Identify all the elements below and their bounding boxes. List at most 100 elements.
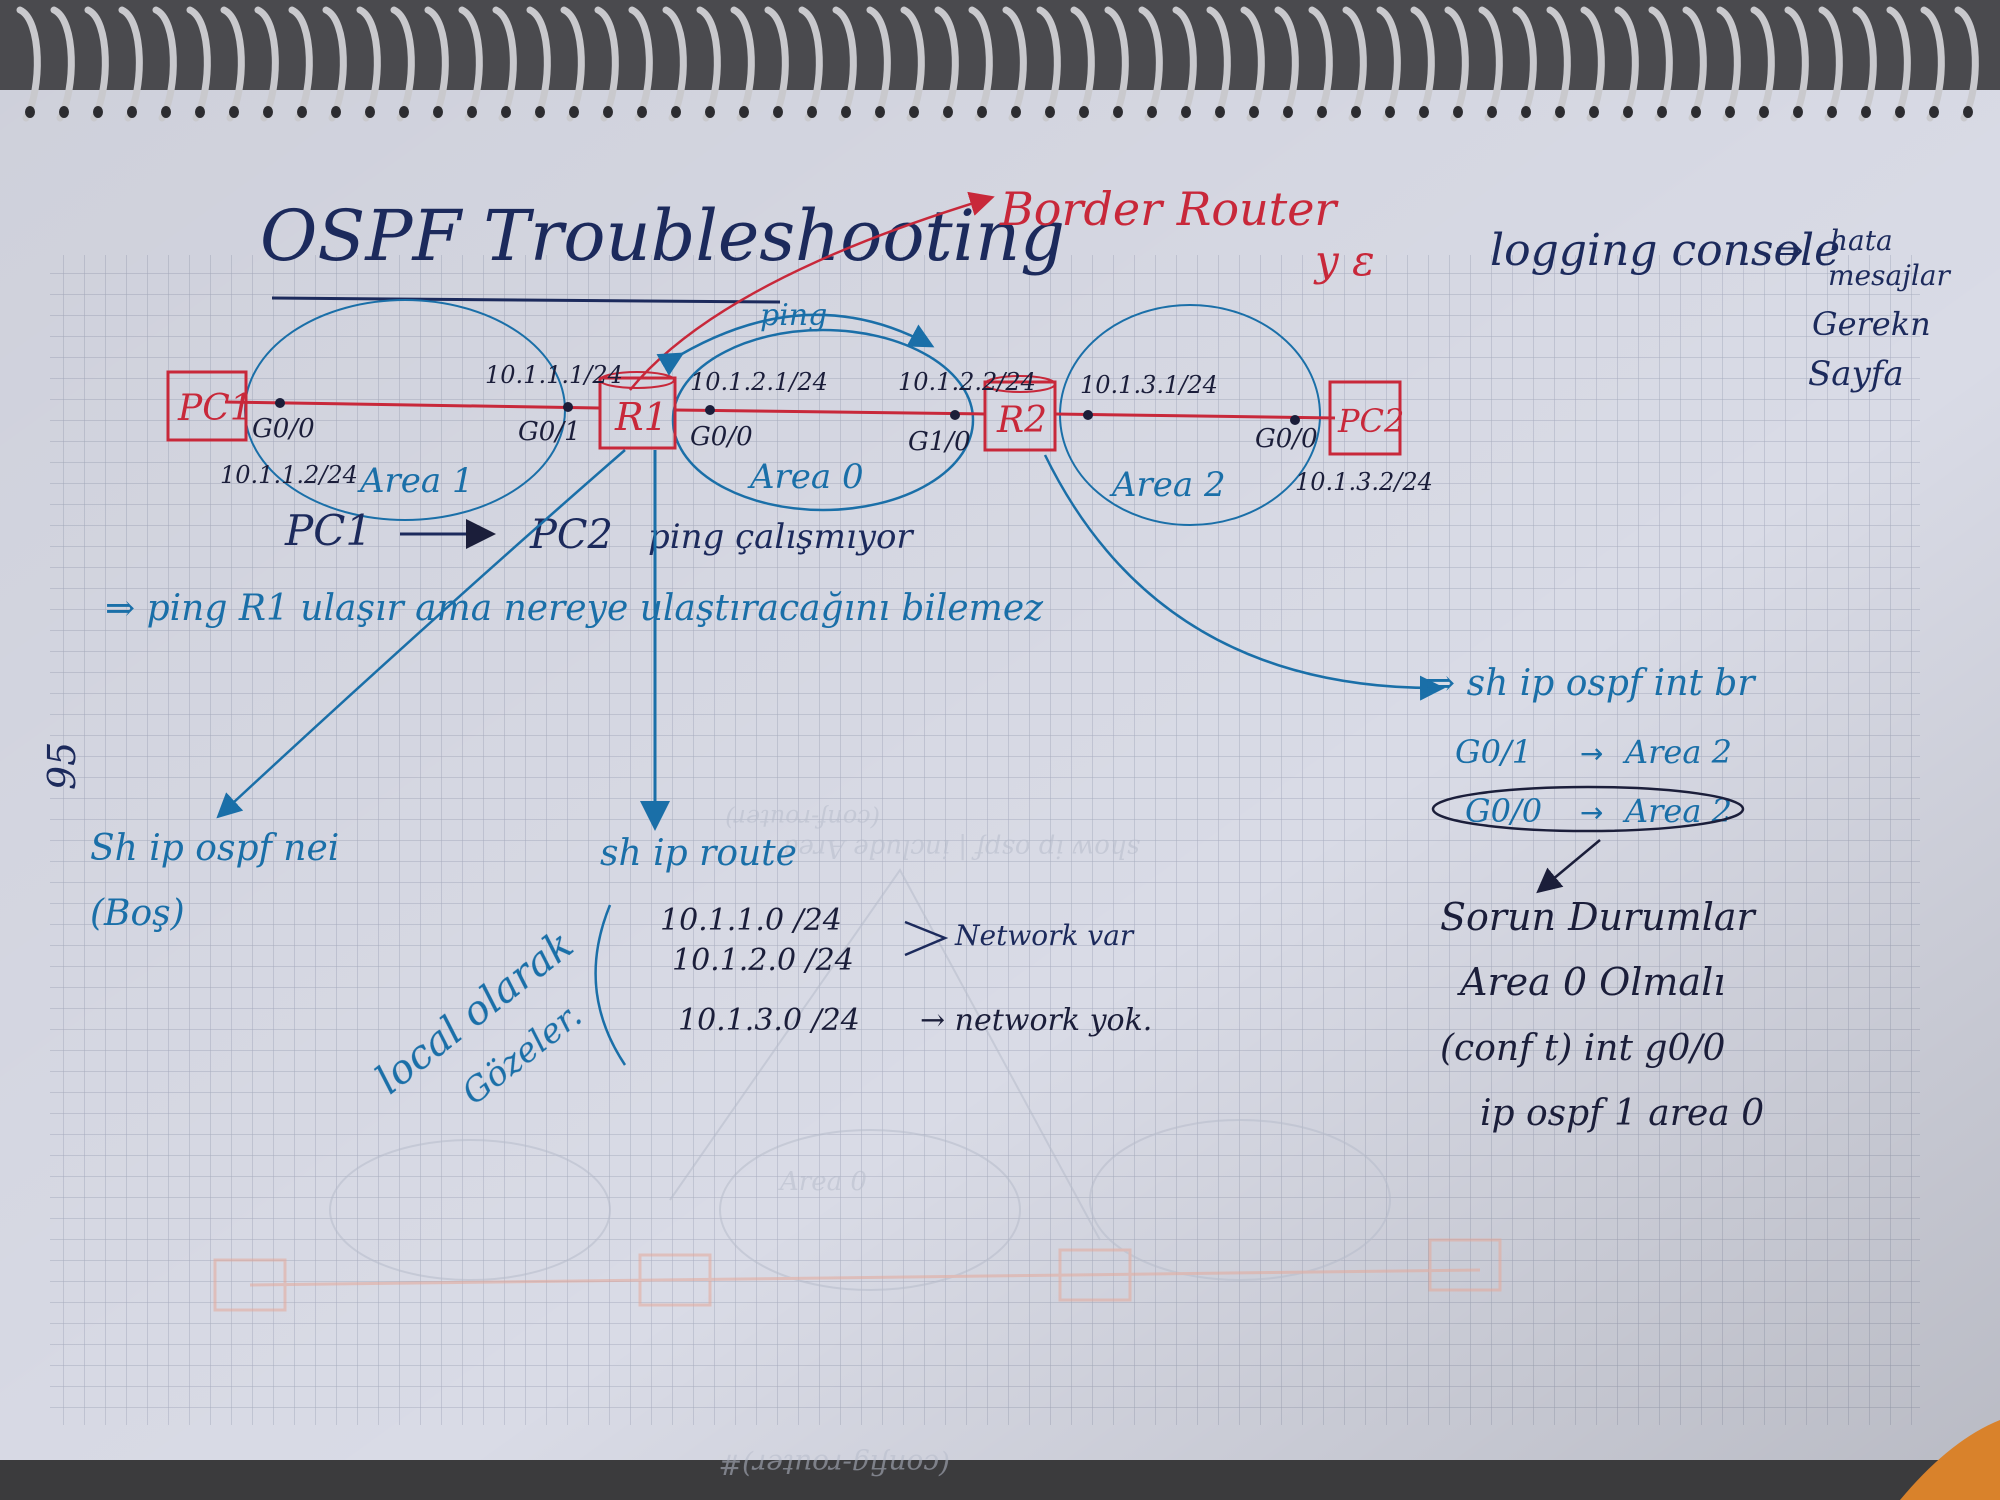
binding-hole [1181, 106, 1191, 118]
binding-hole [1521, 106, 1531, 118]
port-r2-left: G1/0 [908, 427, 971, 457]
highlight-ellipse [1431, 785, 1745, 833]
link-pc1-r1 [224, 400, 601, 410]
binding-hole [977, 106, 987, 118]
binding-hole [535, 106, 545, 118]
logging-note-line: Sayfa [1808, 354, 1904, 394]
arrow-to-ospf-nei [216, 449, 626, 819]
pc-line-to: PC2 [529, 512, 613, 558]
binding-hole [1827, 106, 1837, 118]
binding-hole [1079, 106, 1089, 118]
binding-hole [1725, 106, 1735, 118]
r2-device: R2 [983, 375, 1057, 452]
logging-command: logging console [1490, 225, 1840, 276]
pc-line-from: PC1 [284, 506, 372, 555]
binding-hole [1419, 106, 1429, 118]
binding-hole [1963, 106, 1973, 118]
logging-note-line: Gerekn [1812, 305, 1931, 343]
fix-arrow [1536, 839, 1601, 894]
route-note-absent: → network yok. [920, 1003, 1152, 1038]
binding-hole [807, 106, 817, 118]
sh-ip-route-command: sh ip route [600, 833, 797, 874]
binding-hole [569, 106, 579, 118]
binding-hole [195, 106, 205, 118]
logging-note-line: mesajlar [1828, 259, 1952, 292]
ping-arc-label: ping [760, 298, 827, 333]
int-row-arrow: → [1580, 796, 1603, 829]
r1-label: R1 [614, 395, 668, 439]
binding-hole [161, 106, 171, 118]
pc1-label: PC1 [177, 388, 253, 429]
route-brace [904, 920, 949, 957]
binding-hole [1147, 106, 1157, 118]
fix-line: Sorun Durumlar [1440, 895, 1758, 939]
local-bracket [594, 904, 627, 1066]
link-r1-r2 [674, 408, 986, 416]
binding-hole [1589, 106, 1599, 118]
binding-hole [399, 106, 409, 118]
binding-hole [1045, 106, 1055, 118]
binding-hole [1929, 106, 1939, 118]
ghost-text-line: show ip ospf | include Area [783, 833, 1140, 863]
binding-hole [1895, 106, 1905, 118]
arrow-to-ospf-int [1043, 454, 1445, 701]
logging-arrow: ⇒ [1775, 231, 1804, 271]
binding-hole [433, 106, 443, 118]
int-row: G0/1 → Area 2 [1455, 733, 1732, 771]
ping-arc [656, 313, 935, 376]
ip-r1-left: 10.1.1.1/24 [485, 361, 623, 389]
binding-hole [773, 106, 783, 118]
ghost-previous-page: show ip ospf | include Area (conf-router… [213, 804, 1502, 1481]
int-row-iface: G0/1 [1455, 733, 1532, 771]
binding-hole [1351, 106, 1361, 118]
int-row-area: Area 2 [1622, 733, 1732, 771]
route-note-present: Network var [954, 919, 1135, 952]
binding-hole [637, 106, 647, 118]
pc2-label: PC2 [1337, 402, 1404, 440]
ye-label: y ɛ [1313, 236, 1375, 285]
binding-hole [603, 106, 613, 118]
binding-hole [501, 106, 511, 118]
binding-hole [1385, 106, 1395, 118]
ping-note: ⇒ ping R1 ulaşır ama nereye ulaştıracağı… [105, 588, 1044, 629]
binding-hole [943, 106, 953, 118]
binding-hole [297, 106, 307, 118]
pc1-device: PC1 [166, 370, 253, 442]
route-entry: 10.1.2.0 /24 [672, 943, 854, 978]
ip-pc1: 10.1.1.2/24 [220, 461, 358, 489]
fix-line: Area 0 Olmalı [1457, 960, 1725, 1004]
binding-hole [1691, 106, 1701, 118]
binding-hole [331, 106, 341, 118]
ip-r1-right: 10.1.2.1/24 [690, 368, 828, 396]
binding-hole [1249, 106, 1259, 118]
binding-hole [1759, 106, 1769, 118]
r2-label: R2 [996, 400, 1047, 441]
pc2-device: PC2 [1328, 380, 1404, 456]
ghost-text-line: (config-router)# [719, 1448, 950, 1481]
binding-hole [93, 106, 103, 118]
binding-hole [671, 106, 681, 118]
area1-label: Area 1 [357, 461, 474, 501]
port-r1-right: G0/0 [690, 422, 753, 452]
logging-note-line: hata [1830, 224, 1893, 257]
binding-hole [1555, 106, 1565, 118]
area0-label: Area 0 [747, 457, 864, 497]
binding-hole [1011, 106, 1021, 118]
sh-ospf-nei-command: Sh ip ospf nei [90, 828, 339, 869]
binding-hole [127, 106, 137, 118]
route-entry: 10.1.1.0 /24 [660, 903, 842, 938]
ip-r2-left: 10.1.2.2/24 [898, 368, 1036, 396]
binding-hole [59, 106, 69, 118]
orange-object [1900, 1420, 2000, 1500]
binding-hole [365, 106, 375, 118]
area2-label: Area 2 [1109, 465, 1226, 505]
ghost-text-line: (conf-router) [725, 804, 880, 832]
fix-line: ip ospf 1 area 0 [1480, 1093, 1764, 1134]
ip-pc2: 10.1.3.2/24 [1295, 468, 1433, 496]
int-row-area: Area 2 [1622, 792, 1732, 830]
binding-hole [229, 106, 239, 118]
binding-hole [263, 106, 273, 118]
binding-hole [841, 106, 851, 118]
